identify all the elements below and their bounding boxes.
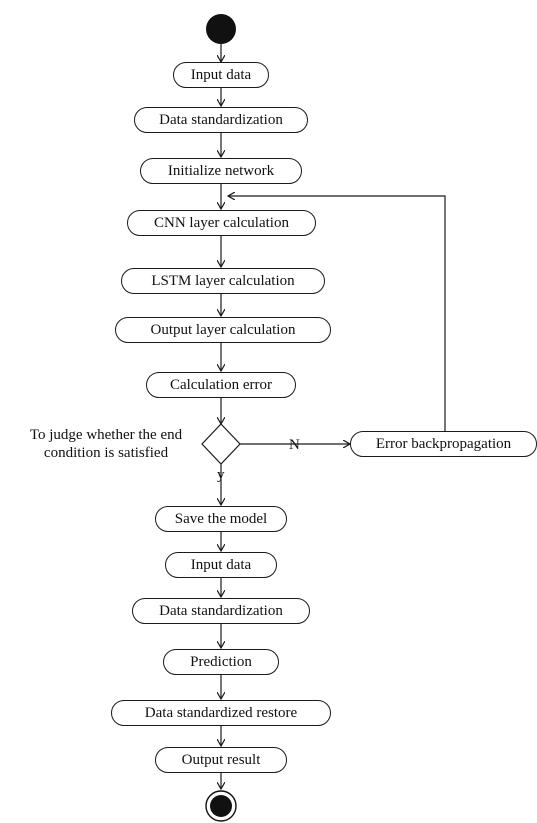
start-node — [206, 14, 236, 44]
step-data-standardized-restore: Data standardized restore — [111, 700, 331, 726]
step-input-data-2: Input data — [165, 552, 277, 578]
step-output-result: Output result — [155, 747, 287, 773]
connector-lines — [221, 44, 446, 789]
step-prediction: Prediction — [163, 649, 279, 675]
step-cnn-layer-calculation: CNN layer calculation — [127, 210, 316, 236]
step-error-backpropagation: Error backpropagation — [350, 431, 537, 457]
step-input-data: Input data — [173, 62, 269, 88]
step-calculation-error: Calculation error — [146, 372, 296, 398]
step-data-standardization-2: Data standardization — [132, 598, 310, 624]
decision-diamond — [201, 423, 241, 465]
step-data-standardization: Data standardization — [134, 107, 308, 133]
step-initialize-network: Initialize network — [140, 158, 302, 184]
step-save-the-model: Save the model — [155, 506, 287, 532]
step-output-layer-calculation: Output layer calculation — [115, 317, 331, 343]
step-lstm-layer-calculation: LSTM layer calculation — [121, 268, 325, 294]
decision-yes-label: y — [217, 467, 225, 483]
decision-condition-line1: To judge whether the end — [29, 427, 183, 443]
decision-condition-line2: condition is satisfied — [43, 445, 169, 461]
decision-condition-text: To judge whether the end condition is sa… — [6, 426, 206, 462]
decision-no-label: N — [289, 437, 300, 453]
end-node — [210, 795, 232, 817]
